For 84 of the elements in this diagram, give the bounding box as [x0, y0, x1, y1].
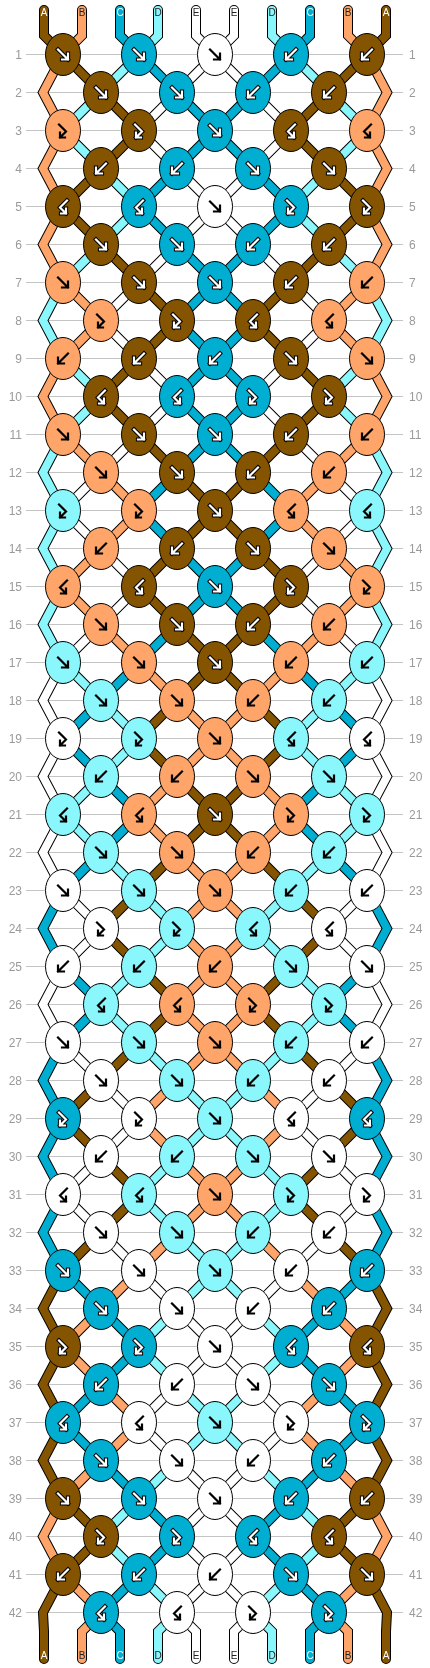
row-number: 31	[8, 1188, 22, 1201]
row-number: 28	[8, 1074, 22, 1087]
row-number: 4	[409, 162, 416, 175]
row-number: 9	[15, 352, 22, 365]
row-number: 20	[8, 770, 22, 783]
row-number: 16	[8, 618, 22, 631]
row-number: 39	[8, 1492, 22, 1505]
row-number: 12	[8, 466, 22, 479]
row-number: 13	[8, 504, 22, 517]
row-number: 19	[409, 732, 423, 745]
row-number: 11	[9, 428, 22, 441]
row-number: 15	[409, 580, 423, 593]
row-number: 2	[15, 86, 22, 99]
row-number: 1	[15, 48, 22, 61]
row-number: 11	[409, 428, 422, 441]
row-number: 6	[15, 238, 22, 251]
row-number: 25	[8, 960, 22, 973]
row-number: 9	[409, 352, 416, 365]
row-number: 10	[8, 390, 22, 403]
row-number: 42	[8, 1606, 22, 1619]
row-number: 22	[409, 846, 423, 859]
row-number: 17	[8, 656, 22, 669]
row-number: 36	[8, 1378, 22, 1391]
row-number: 26	[8, 998, 22, 1011]
row-number: 41	[409, 1568, 423, 1581]
row-number: 4	[15, 162, 22, 175]
row-number: 18	[8, 694, 22, 707]
row-number: 33	[8, 1264, 22, 1277]
row-number: 21	[8, 808, 22, 821]
row-number: 15	[8, 580, 22, 593]
row-number: 23	[409, 884, 423, 897]
row-number: 6	[409, 238, 416, 251]
row-number: 31	[409, 1188, 423, 1201]
row-number: 28	[409, 1074, 423, 1087]
row-number: 22	[8, 846, 22, 859]
row-number: 29	[8, 1112, 22, 1125]
row-number: 8	[15, 314, 22, 327]
row-number: 16	[409, 618, 423, 631]
row-number: 8	[409, 314, 416, 327]
row-number: 24	[409, 922, 423, 935]
row-number: 3	[15, 124, 22, 137]
row-number: 17	[409, 656, 423, 669]
row-number: 13	[409, 504, 423, 517]
row-number: 2	[409, 86, 416, 99]
row-number: 27	[8, 1036, 22, 1049]
row-number: 34	[8, 1302, 22, 1315]
row-number: 5	[409, 200, 416, 213]
row-number: 27	[409, 1036, 423, 1049]
row-number: 7	[15, 276, 22, 289]
row-number: 38	[409, 1454, 423, 1467]
row-number: 40	[8, 1530, 22, 1543]
row-number: 35	[409, 1340, 423, 1353]
row-number: 26	[409, 998, 423, 1011]
row-number: 7	[409, 276, 416, 289]
row-number: 30	[409, 1150, 423, 1163]
row-number: 42	[409, 1606, 423, 1619]
row-number: 14	[409, 542, 423, 555]
row-number: 21	[409, 808, 423, 821]
row-number: 5	[15, 200, 22, 213]
row-number: 32	[8, 1226, 22, 1239]
row-number: 18	[409, 694, 423, 707]
row-number: 41	[8, 1568, 22, 1581]
row-number: 38	[8, 1454, 22, 1467]
row-number: 40	[409, 1530, 423, 1543]
row-number: 35	[8, 1340, 22, 1353]
row-number: 32	[409, 1226, 423, 1239]
row-number: 29	[409, 1112, 423, 1125]
row-number: 37	[8, 1416, 22, 1429]
row-number: 1	[409, 48, 416, 61]
row-number: 14	[8, 542, 22, 555]
row-number: 12	[409, 466, 423, 479]
row-number: 30	[8, 1150, 22, 1163]
row-number: 25	[409, 960, 423, 973]
row-number: 24	[8, 922, 22, 935]
row-number: 19	[8, 732, 22, 745]
row-number: 23	[8, 884, 22, 897]
row-number: 33	[409, 1264, 423, 1277]
row-number: 3	[409, 124, 416, 137]
row-number: 37	[409, 1416, 423, 1429]
row-number: 39	[409, 1492, 423, 1505]
row-number: 20	[409, 770, 423, 783]
row-number: 36	[409, 1378, 423, 1391]
row-number: 34	[409, 1302, 423, 1315]
row-number: 10	[409, 390, 423, 403]
